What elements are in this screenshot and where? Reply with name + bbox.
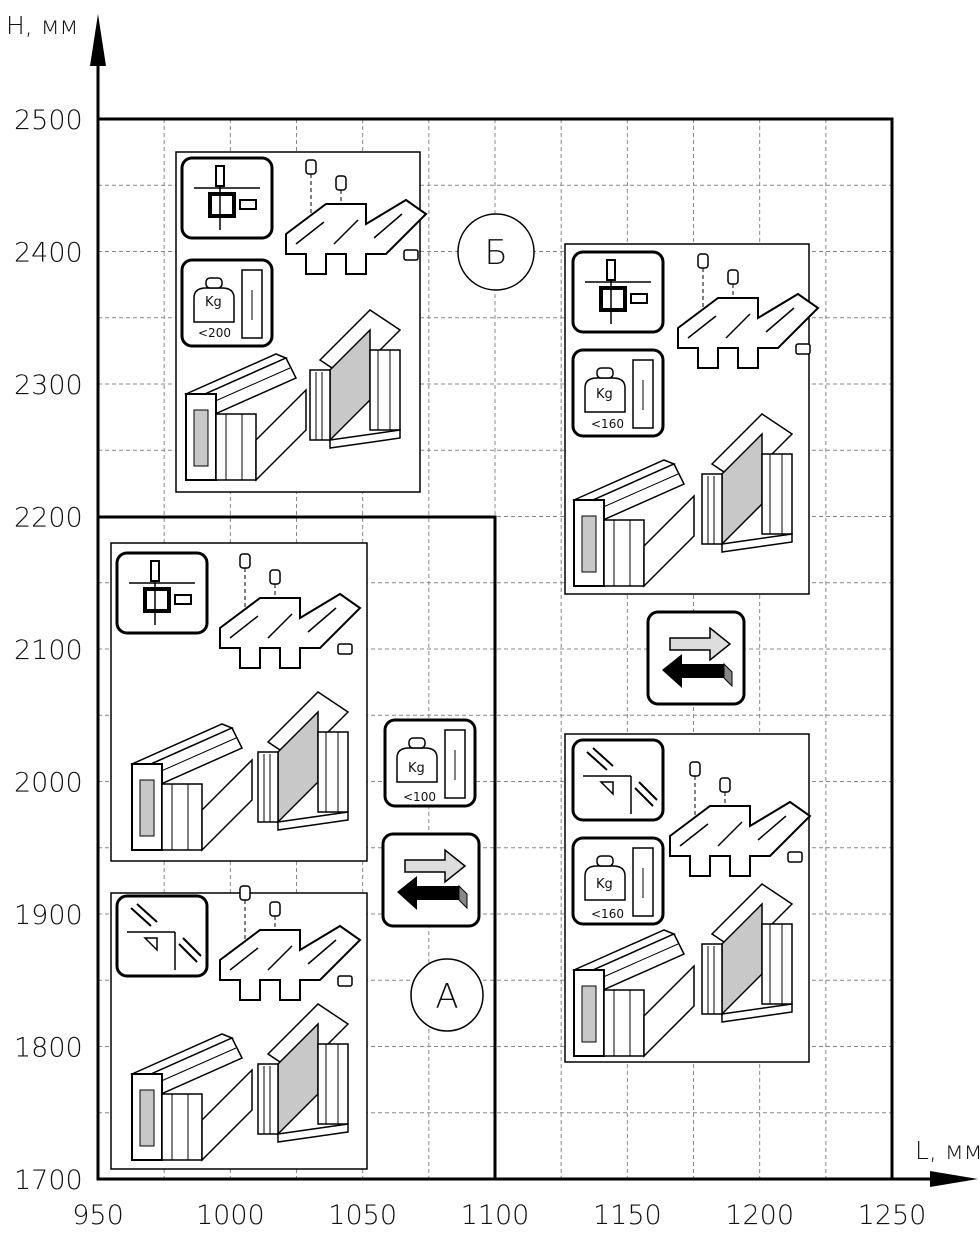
x-tick-label: 1200 — [725, 1200, 794, 1231]
weight-limit: <160 — [591, 417, 624, 431]
weight-limit: <160 — [591, 907, 624, 921]
weight-unit: Kg — [408, 761, 425, 776]
y-tick-label: 2000 — [14, 768, 83, 799]
x-tick-label: 1000 — [196, 1200, 265, 1231]
y-axis-label: H, мм — [6, 11, 78, 40]
weight-box-a: Kg <100 — [385, 720, 475, 806]
y-tick-label: 1800 — [14, 1033, 83, 1064]
weight-unit: Kg — [596, 387, 613, 402]
tilt-icon — [573, 740, 663, 820]
y-tick-label: 1700 — [14, 1165, 83, 1196]
x-axis-label: L, мм — [915, 1136, 980, 1165]
tilt-icon — [117, 896, 207, 976]
y-tick-label: 2200 — [14, 503, 83, 534]
panel-right-top: Kg <160 — [565, 244, 818, 594]
y-tick-label: 2300 — [14, 370, 83, 401]
weight-unit: Kg — [596, 877, 613, 892]
panel-a-hinge — [111, 543, 367, 861]
y-axis — [90, 14, 106, 1179]
zone-b-badge: Б — [458, 214, 534, 290]
zone-b-label: Б — [484, 233, 507, 273]
y-tick-label: 2100 — [14, 635, 83, 666]
hinge-icon — [573, 252, 663, 332]
hinge-icon — [117, 553, 207, 633]
zone-a-label: А — [435, 977, 458, 1017]
x-tick-label: 950 — [72, 1200, 124, 1231]
x-tick-label: 1150 — [593, 1200, 662, 1231]
zone-a-badge: А — [411, 959, 483, 1031]
swap-arrows-icon — [648, 612, 744, 704]
weight-unit: Kg — [205, 295, 222, 310]
weight-limit: <100 — [403, 790, 436, 804]
y-tick-label: 2400 — [14, 238, 83, 269]
x-tick-label: 1100 — [461, 1200, 530, 1231]
panel-a-tilt — [111, 886, 367, 1169]
weight-limit: <200 — [198, 326, 231, 340]
x-tick-label: 1050 — [328, 1200, 397, 1231]
panel-right-bottom: Kg <160 — [565, 734, 810, 1062]
panel-top-left: Kg <200 — [176, 152, 426, 492]
y-tick-label: 2500 — [14, 105, 83, 136]
x-tick-label: 1250 — [858, 1200, 927, 1231]
x-axis — [98, 1171, 978, 1187]
y-tick-label: 1900 — [14, 900, 83, 931]
hinge-icon — [182, 158, 272, 238]
swap-arrows-icon — [383, 834, 479, 926]
